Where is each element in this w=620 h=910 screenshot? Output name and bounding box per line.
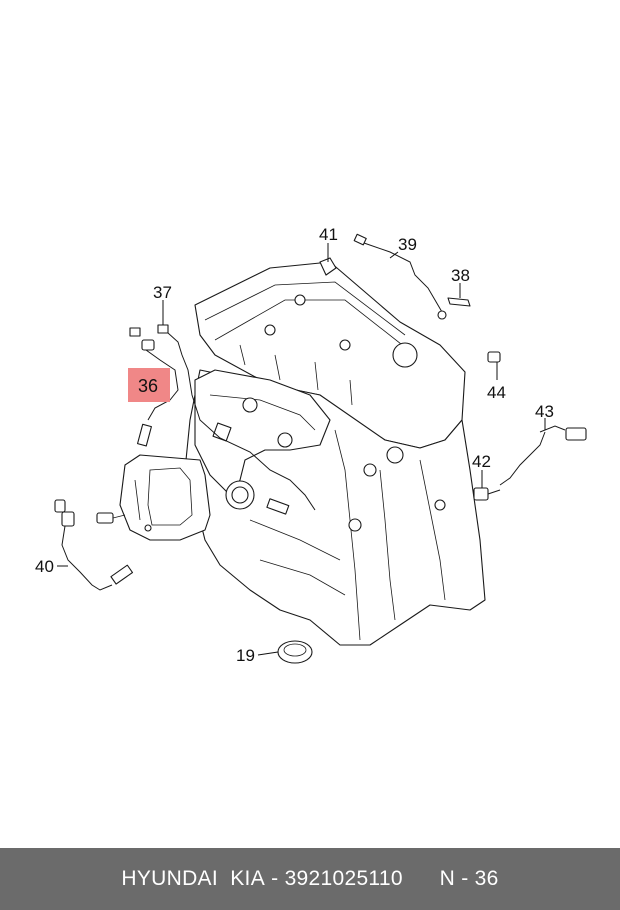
callout-38[interactable]: 38 bbox=[451, 266, 470, 285]
brand-name: HYUNDAI KIA bbox=[121, 867, 266, 890]
footer-gap bbox=[403, 867, 440, 891]
callout-43[interactable]: 43 bbox=[535, 402, 554, 421]
callout-42[interactable]: 42 bbox=[472, 452, 491, 471]
sensor-wiring-illustration bbox=[54, 233, 587, 591]
highlighted-callout-36[interactable]: 36 bbox=[128, 368, 170, 402]
callout-36[interactable]: 36 bbox=[138, 376, 158, 396]
highlight-box bbox=[128, 368, 170, 402]
footer-separator: - bbox=[265, 867, 285, 890]
part-info-footer: HYUNDAI KIA - 3921025110 N - 36 bbox=[0, 848, 620, 910]
callout-40[interactable]: 40 bbox=[35, 557, 54, 576]
leader-lines bbox=[57, 243, 546, 656]
callout-19[interactable]: 19 bbox=[236, 646, 255, 665]
callout-37[interactable]: 37 bbox=[153, 283, 172, 302]
callout-labels: 41 39 38 37 44 43 42 40 19 bbox=[35, 225, 554, 665]
part-number: 3921025110 bbox=[284, 867, 403, 890]
callout-41[interactable]: 41 bbox=[319, 225, 338, 244]
engine-block-illustration bbox=[96, 261, 486, 664]
parts-diagram: 41 39 38 37 44 43 42 40 19 36 bbox=[35, 225, 587, 665]
diagram-reference: N - 36 bbox=[439, 867, 499, 890]
callout-39[interactable]: 39 bbox=[398, 235, 417, 254]
callout-44[interactable]: 44 bbox=[487, 383, 506, 402]
